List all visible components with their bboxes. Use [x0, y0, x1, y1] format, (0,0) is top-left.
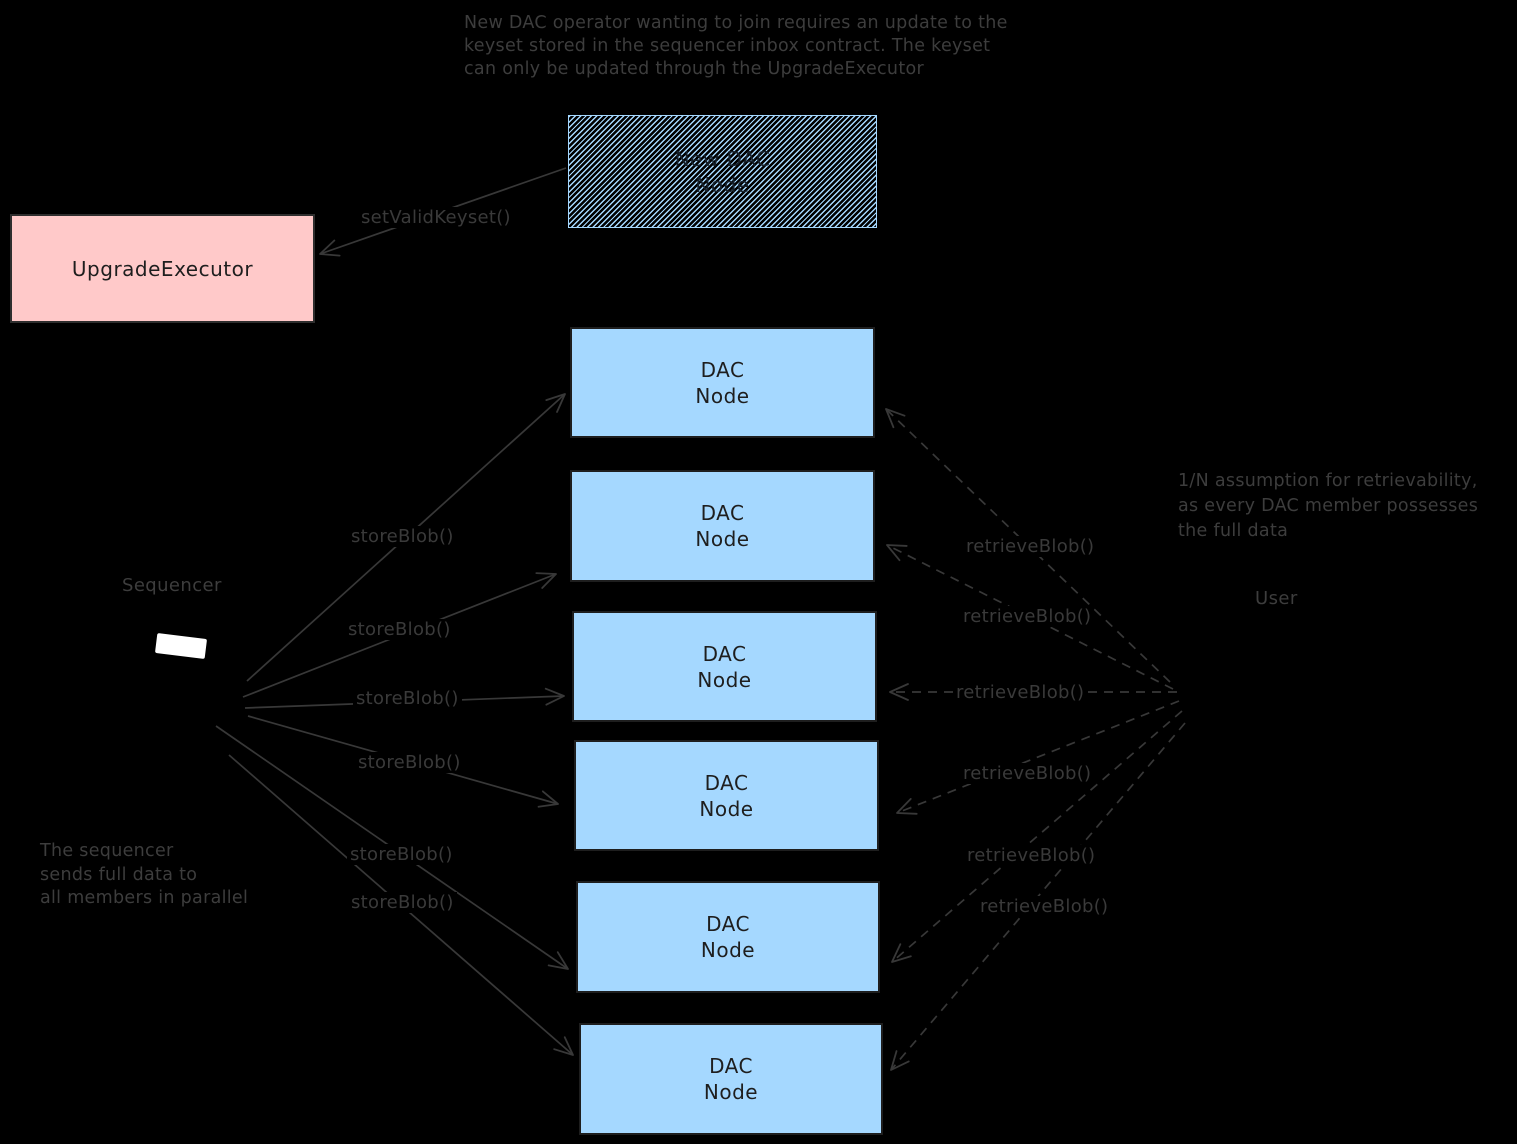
dac-node-6-label-line-2: Node: [703, 1080, 759, 1104]
dac-node-box-4: DAC Node: [574, 740, 879, 851]
upgrade-executor-box: UpgradeExecutor: [10, 214, 315, 323]
dac-node-2-label-line-2: Node: [695, 527, 750, 551]
dac-node-5-label-line-1: DAC: [706, 912, 750, 936]
retrieve-blob-label-2: retrieveBlob(): [960, 606, 1095, 627]
new-dac-node-label-line-1: New DAC: [674, 146, 771, 171]
dac-node-3-label-line-2: Node: [697, 667, 752, 692]
store-blob-label-6: storeBlob(): [348, 892, 457, 913]
retrievability-note-line-3: the full data: [1178, 521, 1289, 541]
new-dac-node-box: New DAC Node: [568, 115, 877, 228]
dac-node-box-5: DAC Node: [576, 881, 880, 993]
keyset-note: New DAC operator wanting to join require…: [464, 12, 1008, 81]
dac-node-box-3: DAC Node: [572, 611, 877, 722]
dac-node-5-label-line-2: Node: [700, 938, 756, 962]
dac-node-4-label-line-2: Node: [699, 796, 754, 821]
retrievability-note-line-1: 1/N assumption for retrievability,: [1178, 471, 1478, 491]
upgrade-executor-label: UpgradeExecutor: [71, 256, 254, 281]
dac-node-2-label-line-1: DAC: [700, 501, 745, 525]
new-dac-node-label-line-2: Node: [695, 172, 750, 197]
dac-node-1-label-line-1: DAC: [700, 357, 745, 382]
parallel-note-line-3: all members in parallel: [40, 888, 249, 908]
retrieve-blob-label-1: retrieveBlob(): [963, 536, 1098, 557]
keyset-note-line-2: keyset stored in the sequencer inbox con…: [464, 36, 991, 56]
dac-node-4-label-line-1: DAC: [704, 770, 749, 795]
user-icon: [1148, 638, 1218, 730]
dac-node-3-label-line-1: DAC: [702, 641, 747, 666]
set-valid-keyset-label: setValidKeyset(): [358, 207, 514, 228]
keyset-note-line-3: can only be updated through the UpgradeE…: [464, 59, 924, 79]
retrieve-blob-label-6: retrieveBlob(): [977, 896, 1112, 917]
retrieve-blob-label-3: retrieveBlob(): [953, 682, 1088, 703]
store-blob-label-2: storeBlob(): [345, 619, 454, 640]
user-label: User: [1255, 588, 1298, 609]
store-blob-label-4: storeBlob(): [355, 752, 464, 773]
keyset-note-line-1: New DAC operator wanting to join require…: [464, 13, 1008, 33]
dac-node-box-2: DAC Node: [570, 470, 875, 582]
retrieve-blob-label-4: retrieveBlob(): [960, 763, 1095, 784]
retrievability-note-line-2: as every DAC member possesses: [1178, 496, 1479, 516]
store-blob-label-3: storeBlob(): [353, 688, 462, 709]
parallel-note: The sequencer sends full data to all mem…: [40, 840, 248, 911]
parallel-note-line-2: sends full data to: [40, 864, 198, 885]
retrieve-blob-label-5: retrieveBlob(): [964, 845, 1099, 866]
parallel-note-line-1: The sequencer: [40, 841, 174, 861]
dac-node-box-6: DAC Node: [579, 1023, 883, 1135]
dac-node-box-1: DAC Node: [570, 327, 875, 438]
sequencer-label: Sequencer: [122, 575, 222, 596]
retrievability-note: 1/N assumption for retrievability, as ev…: [1178, 469, 1478, 544]
dac-node-6-label-line-1: DAC: [709, 1054, 753, 1078]
arrow-retrieve-blob-4: [896, 700, 1180, 815]
store-blob-label-1: storeBlob(): [348, 526, 457, 547]
sequencer-icon: [150, 598, 260, 756]
dac-node-1-label-line-2: Node: [695, 383, 750, 408]
store-blob-label-5: storeBlob(): [347, 844, 456, 865]
arrow-retrieve-blob-5: [891, 710, 1183, 963]
